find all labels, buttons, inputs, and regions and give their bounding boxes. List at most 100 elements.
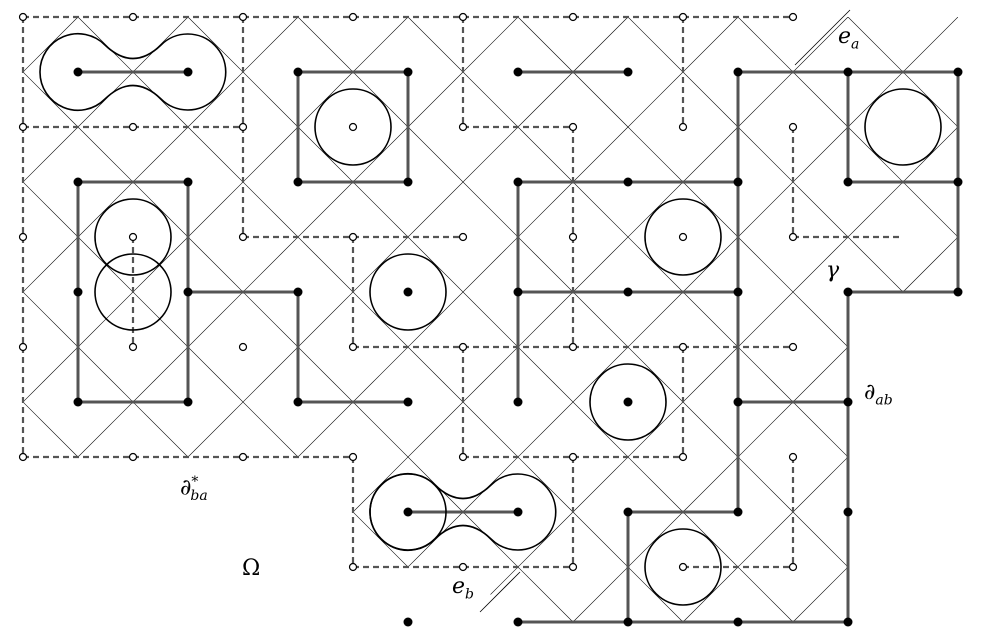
primal-vertex: [183, 397, 193, 407]
medial-line: [335, 17, 958, 622]
dual-vertex: [568, 232, 578, 242]
dual-vertex: [18, 232, 28, 242]
primal-vertex: [733, 177, 743, 187]
dual-vertex: [788, 12, 798, 22]
loop: [94, 198, 172, 276]
primal-vertex: [293, 177, 303, 187]
primal-vertex: [623, 67, 633, 77]
loop: [94, 253, 172, 331]
dual-vertex: [238, 452, 248, 462]
primal-vertex: [843, 287, 853, 297]
primal-vertex: [513, 67, 523, 77]
dual-vertex: [18, 122, 28, 132]
primal-vertex: [403, 617, 413, 627]
loop: [864, 88, 942, 166]
primal-vertex: [73, 177, 83, 187]
primal-vertex: [403, 507, 413, 517]
primal-vertex: [623, 397, 633, 407]
primal-vertex: [953, 177, 963, 187]
primal-vertex: [733, 617, 743, 627]
medial-line: [23, 48, 591, 622]
primal-vertex: [293, 67, 303, 77]
primal-vertex: [623, 617, 633, 627]
primal-vertex: [733, 507, 743, 517]
medial-line: [445, 103, 958, 622]
edge-e-a: [794, 9, 851, 66]
primal-vertex: [513, 397, 523, 407]
primal-vertex: [403, 177, 413, 187]
primal-vertex: [623, 177, 633, 187]
medial-line: [390, 17, 958, 591]
loop: [369, 253, 447, 331]
primal-vertex: [623, 507, 633, 517]
dual-vertex: [238, 342, 248, 352]
dual-vertex: [568, 342, 578, 352]
medial-line: [23, 17, 536, 536]
dual-vertex: [678, 122, 688, 132]
dual-vertex: [568, 12, 578, 22]
primal-vertex: [843, 507, 853, 517]
loop: [369, 472, 557, 552]
dual-vertex: [238, 232, 248, 242]
primal-vertex: [953, 67, 963, 77]
dual-vertex: [458, 232, 468, 242]
primal-vertex: [403, 287, 413, 297]
dual-vertex: [788, 452, 798, 462]
loop: [39, 32, 227, 112]
primal-vertex: [843, 177, 853, 187]
dual-vertex: [458, 12, 468, 22]
medial-line: [23, 17, 316, 316]
dual-vertex: [678, 452, 688, 462]
primal-vertex: [843, 67, 853, 77]
primal-vertex: [733, 397, 743, 407]
primal-vertex: [513, 507, 523, 517]
dual-vertex: [788, 562, 798, 572]
primal-vertex: [733, 287, 743, 297]
medial-line: [23, 378, 261, 622]
dual-vertex: [128, 122, 138, 132]
dual-vertex: [568, 122, 578, 132]
dual-vertex: [458, 342, 468, 352]
dual-vertex: [458, 452, 468, 462]
loop: [644, 528, 722, 606]
primal-vertex: [403, 397, 413, 407]
primal-vertex: [513, 287, 523, 297]
medial-line: [23, 488, 151, 622]
medial-line: [775, 433, 958, 622]
primal-vertex: [403, 67, 413, 77]
dual-vertex: [348, 342, 358, 352]
medial-line: [23, 17, 206, 206]
dual-vertex: [348, 562, 358, 572]
edge-e-b: [479, 571, 521, 613]
loop: [314, 88, 392, 166]
medial-line: [720, 17, 958, 261]
dual-vertex: [788, 232, 798, 242]
medial-line: [23, 158, 481, 622]
medial-line: [170, 17, 811, 622]
dual-vertex: [18, 12, 28, 22]
medial-line: [885, 543, 958, 622]
dual-vertex: [458, 562, 468, 572]
primal-vertex: [843, 617, 853, 627]
primal-vertex: [513, 177, 523, 187]
label-gamma: γ: [826, 258, 840, 283]
medial-line: [23, 17, 426, 426]
medial-line: [555, 213, 958, 622]
dual-vertex: [348, 232, 358, 242]
medial-line: [23, 17, 646, 622]
medial-line: [23, 598, 41, 622]
dual-vertex: [238, 122, 248, 132]
label-e-b: eb: [452, 574, 474, 603]
medial-line: [280, 17, 921, 622]
medial-line: [23, 268, 371, 622]
dual-vertex: [458, 122, 468, 132]
dual-vertex: [348, 452, 358, 462]
primal-vertex: [183, 67, 193, 77]
dual-vertex: [348, 12, 358, 22]
primal-vertex: [73, 397, 83, 407]
dual-vertex: [128, 452, 138, 462]
medial-line: [830, 17, 958, 151]
primal-vertex: [183, 287, 193, 297]
